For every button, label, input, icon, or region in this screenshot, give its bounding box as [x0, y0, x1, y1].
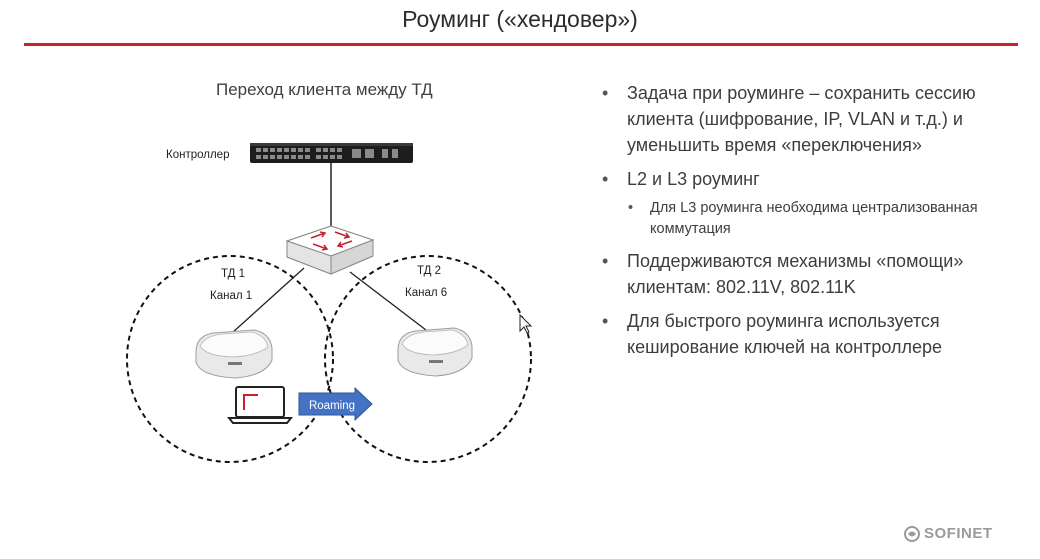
sub-bullet-item: Для L3 роуминга необходима централизован…	[600, 198, 1020, 240]
access-point-1-icon	[195, 329, 273, 379]
controller-switch	[250, 143, 413, 163]
mouse-cursor-icon	[519, 313, 533, 334]
ap2-name: ТД 2	[417, 265, 441, 277]
bullet-item: Задача при роуминге – сохранить сессию к…	[600, 80, 1020, 158]
bullet-item: Поддерживаются механизмы «помощи» клиент…	[600, 248, 1020, 300]
ap1-link	[231, 267, 305, 334]
roaming-arrow: Roaming	[298, 386, 373, 422]
core-switch-icon	[285, 225, 375, 275]
ap1-coverage-circle	[126, 255, 334, 463]
controller-label: Контроллер	[166, 149, 229, 161]
diagram-caption: Переход клиента между ТД	[216, 80, 433, 99]
brand-logo: SOFINET	[904, 525, 993, 543]
slide-title: Роуминг («хендовер»)	[402, 6, 638, 32]
ap2-channel: Канал 6	[405, 287, 447, 299]
ap2-link	[349, 271, 427, 331]
brand-name: SOFINET	[924, 525, 993, 542]
title-divider	[24, 43, 1018, 46]
bullet-item: L2 и L3 роуминг	[600, 166, 1020, 192]
roaming-arrow-label: Roaming	[309, 400, 355, 412]
bullet-list: Задача при роуминге – сохранить сессию к…	[600, 80, 1020, 368]
bullet-item: Для быстрого роуминга используется кешир…	[600, 308, 1020, 360]
ap1-name: ТД 1	[221, 268, 245, 280]
laptop-icon	[226, 386, 294, 424]
access-point-2-icon	[397, 327, 473, 377]
ap2-coverage-circle	[324, 255, 532, 463]
ap1-channel: Канал 1	[210, 290, 252, 302]
sofinet-logo-icon	[904, 526, 920, 543]
